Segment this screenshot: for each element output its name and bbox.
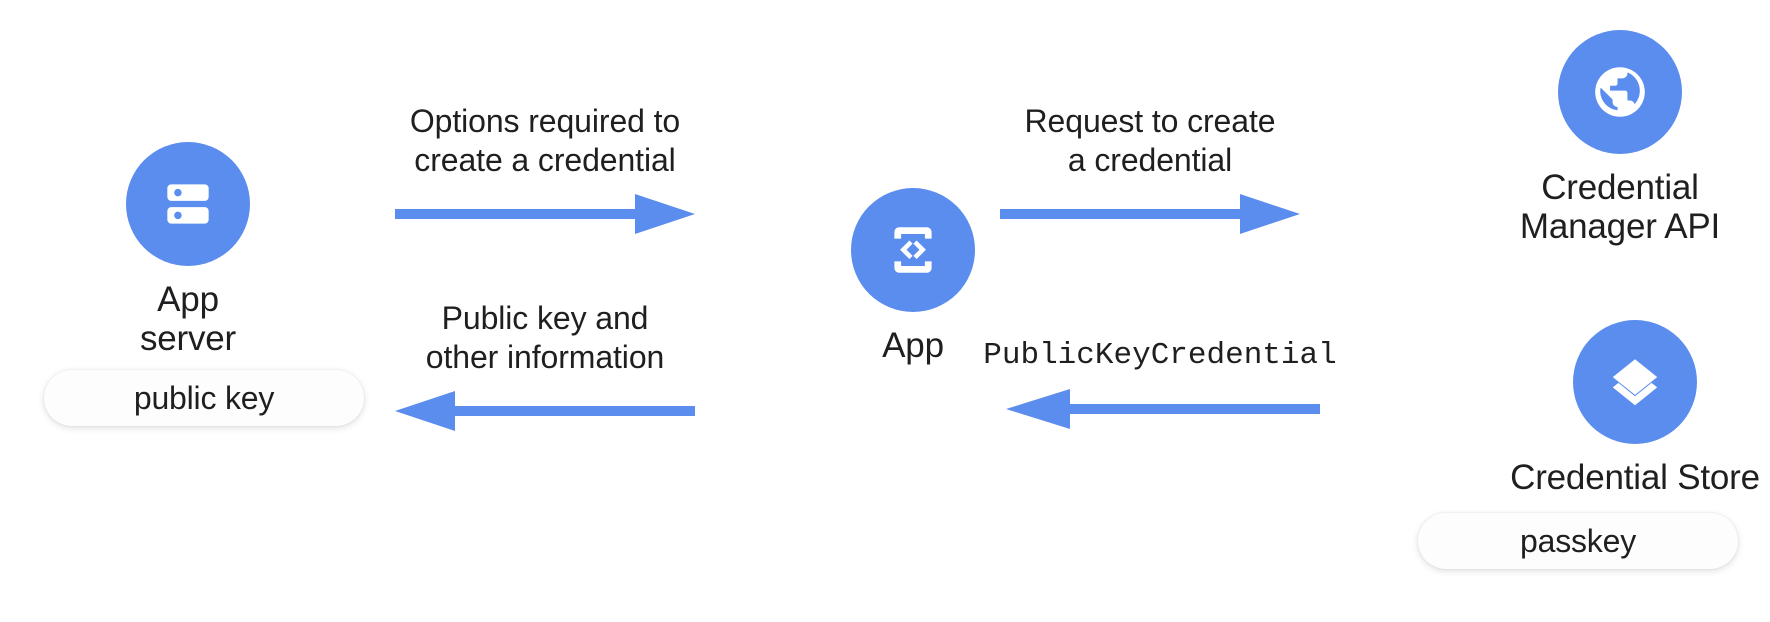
arrow-right-icon [1000, 190, 1300, 238]
flow-label-options-required: Options required to create a credential [409, 103, 681, 179]
passkey-chip-label: passkey [1520, 522, 1636, 559]
mobile-code-icon [894, 227, 932, 273]
flow-label-request-to-create: Request to create a credential [1024, 103, 1276, 179]
flow-label-publickeycredential: PublicKeyCredential [983, 338, 1337, 373]
public-key-chip: public key [44, 370, 364, 426]
flow-publickeycredential: PublicKeyCredential [983, 337, 1337, 433]
credential-store-circle [1573, 320, 1697, 444]
app-circle [851, 188, 975, 312]
arrow-left-icon [395, 387, 695, 435]
flow-public-key-and-other-information: Public key and other information [395, 299, 695, 435]
node-app-server: App server [108, 142, 268, 358]
layers-icon [1612, 359, 1658, 406]
node-label-app-server: App server [139, 280, 237, 359]
public-key-chip-label: public key [133, 379, 275, 416]
arrow-left-icon [1000, 385, 1320, 433]
node-label-credential-store: Credential Store [1510, 458, 1760, 497]
node-label-app: App [882, 326, 944, 365]
credential-manager-api-circle [1558, 30, 1682, 154]
node-app: App [833, 188, 993, 365]
server-icon [167, 184, 209, 224]
flow-label-public-key-and-other-information: Public key and other information [425, 300, 665, 376]
node-credential-store: Credential Store [1510, 320, 1760, 497]
flow-options-required: Options required to create a credential [395, 102, 695, 238]
arrow-right-icon [395, 190, 695, 238]
node-label-credential-manager-api: Credential Manager API [1519, 168, 1721, 247]
app-server-circle [126, 142, 250, 266]
globe-icon [1595, 67, 1645, 117]
flow-request-to-create: Request to create a credential [1000, 102, 1300, 238]
node-credential-manager-api: Credential Manager API [1495, 30, 1745, 246]
passkey-chip: passkey [1418, 513, 1738, 569]
